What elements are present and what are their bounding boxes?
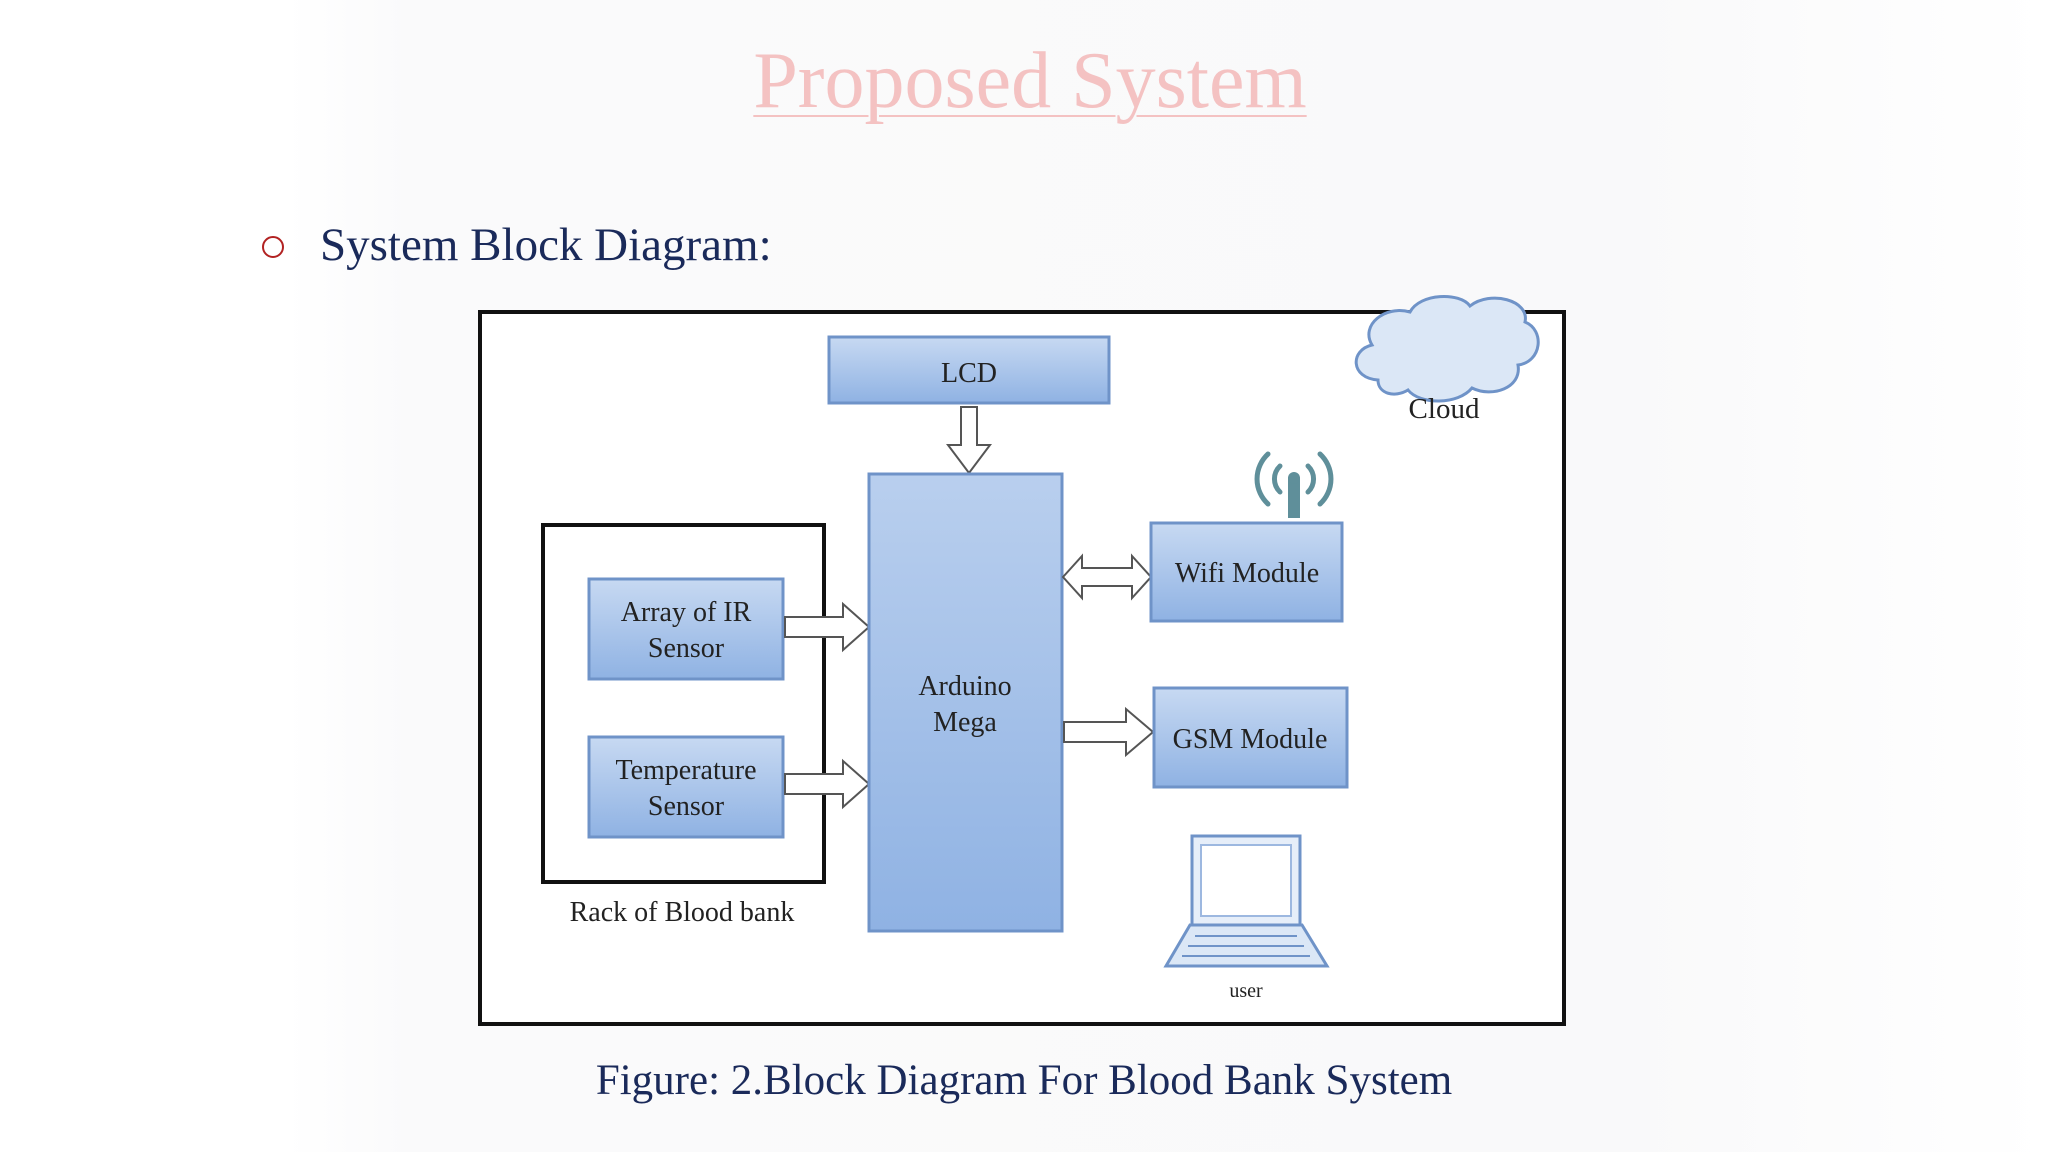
arduino-wifi-bidirectional-arrow <box>1061 553 1153 601</box>
slide-title: Proposed System <box>753 37 1307 125</box>
cloud-icon: Cloud <box>1354 294 1540 425</box>
rack-label: Rack of Blood bank <box>570 897 795 928</box>
lcd-to-arduino-arrow <box>946 406 992 475</box>
figure-caption: Figure: 2.Block Diagram For Blood Bank S… <box>595 1057 1453 1104</box>
laptop-icon <box>1163 834 1330 968</box>
rack-enclosure: Rack of Blood bank <box>541 523 826 928</box>
gsm-module-label: GSM Module <box>1173 724 1328 755</box>
wifi-module-label: Wifi Module <box>1175 558 1319 589</box>
bullet-circle-icon <box>262 236 284 258</box>
gsm-module-block: GSM Module <box>1152 686 1349 789</box>
temperature-sensor-label-line2: Sensor <box>648 791 725 822</box>
user-label: user <box>1229 980 1263 1002</box>
arduino-label-line2: Mega <box>933 707 997 738</box>
bullet-text: System Block Diagram: <box>320 219 772 271</box>
temperature-sensor-label-line1: Temperature <box>615 755 756 786</box>
lcd-block: LCD <box>827 335 1111 405</box>
ir-to-arduino-arrow <box>784 601 871 653</box>
arduino-to-gsm-arrow <box>1063 706 1155 758</box>
temperature-sensor-block: Temperature Sensor <box>587 735 785 839</box>
cloud-label: Cloud <box>1409 393 1480 425</box>
arduino-label-line1: Arduino <box>918 671 1011 702</box>
temperature-to-arduino-arrow <box>784 758 871 810</box>
ir-sensor-block: Array of IR Sensor <box>587 577 785 681</box>
ir-sensor-label-line2: Sensor <box>648 633 725 664</box>
lcd-label: LCD <box>941 358 997 389</box>
ir-sensor-label-line1: Array of IR <box>621 597 752 628</box>
wifi-module-block: Wifi Module <box>1149 521 1344 623</box>
arduino-mega-block: Arduino Mega <box>867 472 1064 933</box>
antenna-icon <box>1254 451 1334 518</box>
